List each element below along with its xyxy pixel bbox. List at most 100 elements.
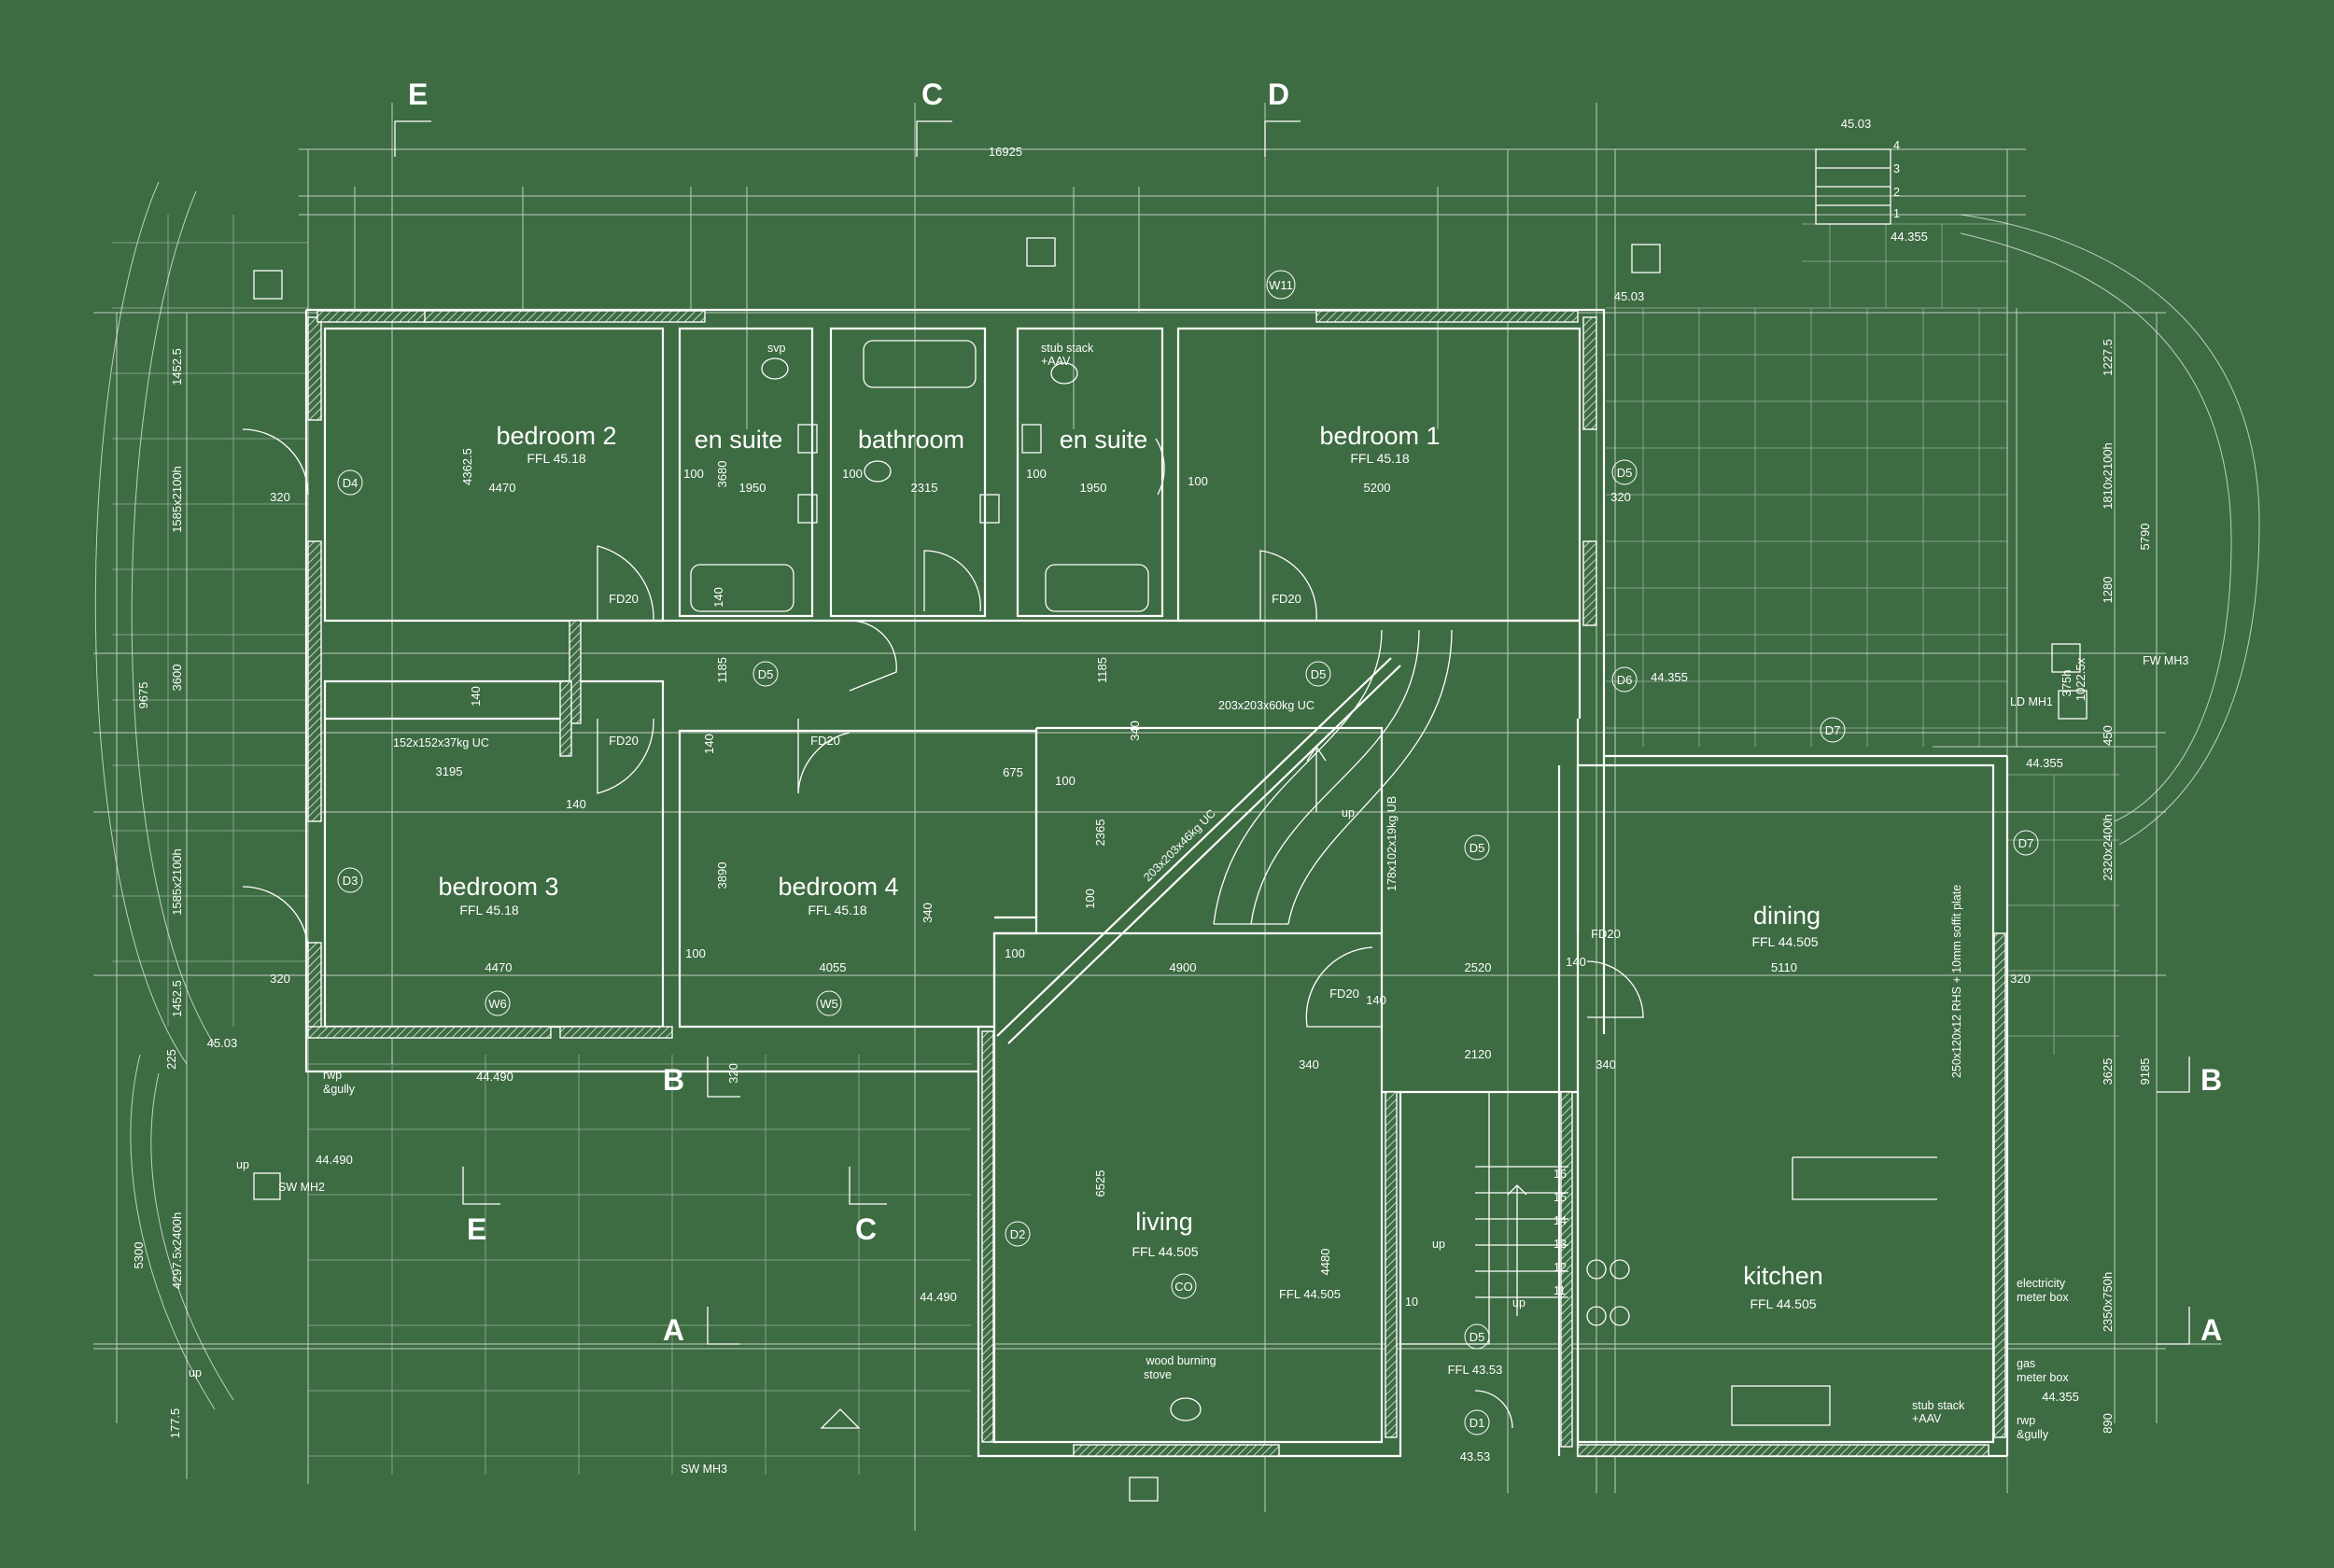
dim-bedroom2-width: 4470 <box>489 481 516 495</box>
room-dining-ffl: FFL 44.505 <box>1751 934 1818 949</box>
note-sw-mh2: SW MH2 <box>278 1181 325 1194</box>
room-kitchen: kitchen <box>1743 1262 1823 1290</box>
dim-140-f: 140 <box>1566 955 1586 969</box>
tag-d4: D4 <box>343 476 359 490</box>
level-ffl-44-505-stair: FFL 44.505 <box>1279 1287 1341 1301</box>
dim-stair-width: 2120 <box>1465 1047 1492 1061</box>
section-markers: E C D B E C A B A <box>394 77 2222 1347</box>
dim-v-1185-left: 1185 <box>715 657 729 683</box>
room-en-suite-left: en suite <box>695 426 783 454</box>
stair-step-10: 10 <box>1405 1295 1418 1309</box>
note-gas-box: meter box <box>2017 1371 2069 1384</box>
door-swings <box>242 428 1644 1429</box>
note-up-2: up <box>1512 1296 1526 1309</box>
dim-v-4480: 4480 <box>1318 1249 1332 1276</box>
level-44-490-c: 44.490 <box>920 1290 957 1304</box>
dim-v-3680: 3680 <box>715 461 729 488</box>
tag-fd20-e: FD20 <box>1591 927 1621 941</box>
dim-living-width: 4900 <box>1170 960 1197 974</box>
stair-step-16: 16 <box>1554 1168 1567 1181</box>
dim-v-100: 100 <box>1083 889 1097 909</box>
dim-dining-width: 5110 <box>1771 960 1797 974</box>
section-label-e-bottom: E <box>467 1212 486 1246</box>
tag-w11: W11 <box>1269 278 1293 292</box>
dim-v-450: 450 <box>2101 725 2115 746</box>
tag-d1: D1 <box>1469 1416 1485 1430</box>
section-label-d-top: D <box>1268 77 1289 111</box>
tag-d5-e: D5 <box>1469 1330 1485 1344</box>
stair-step-13: 13 <box>1554 1238 1567 1251</box>
top-step-4: 4 <box>1893 139 1900 152</box>
dim-v-5790: 5790 <box>2138 524 2152 551</box>
tag-d2: D2 <box>1010 1227 1026 1241</box>
note-soffit-plate: 250x120x12 RHS + 10mm soffit plate <box>1950 885 1963 1078</box>
note-gas: gas <box>2017 1357 2035 1370</box>
tag-fd20-c: FD20 <box>810 734 840 748</box>
dim-v-2320: 2320x2400h <box>2101 814 2115 881</box>
level-44-355-top: 44.355 <box>1891 230 1928 244</box>
room-labels: bedroom 2 FFL 45.18 en suite bathroom en… <box>438 422 1822 1311</box>
sanitary-fittings <box>690 340 1937 1426</box>
dim-v-375: 375h <box>2060 670 2074 697</box>
room-bedroom-3: bedroom 3 <box>438 873 558 901</box>
top-step-2: 2 <box>1893 186 1900 199</box>
room-bedroom-4: bedroom 4 <box>778 873 898 901</box>
note-stub-stack-2: stub stack <box>1912 1399 1965 1412</box>
level-44-355-right: 44.355 <box>2026 756 2063 770</box>
dim-v-9185: 9185 <box>2138 1058 2152 1085</box>
dim-bedroom1-width: 5200 <box>1364 481 1391 495</box>
manholes <box>253 237 2088 1502</box>
top-step-3: 3 <box>1893 162 1900 175</box>
tag-w6: W6 <box>488 997 507 1011</box>
dim-320-a: 320 <box>270 490 290 504</box>
note-electricity-box: meter box <box>2017 1291 2069 1304</box>
section-label-a-right: A <box>2200 1313 2222 1347</box>
tags: D4 D5 D5 D5 D5 D5 D6 D7 D7 D3 D2 D1 W11 … <box>337 270 2039 1435</box>
level-45-03-right: 45.03 <box>1614 289 1645 303</box>
note-rwp-1: rwp <box>323 1069 342 1082</box>
tag-fd20-d: FD20 <box>1272 592 1301 606</box>
dim-100-e: 100 <box>1055 774 1076 788</box>
dim-v-1280: 1280 <box>2101 577 2115 604</box>
dim-v-3890: 3890 <box>715 862 729 889</box>
dim-340-a: 340 <box>1299 1057 1319 1071</box>
note-stove-2: stove <box>1144 1368 1172 1381</box>
tag-d3: D3 <box>343 874 359 888</box>
dim-320-e: 320 <box>726 1063 740 1084</box>
dim-v-3625: 3625 <box>2101 1058 2115 1085</box>
dim-v-9675: 9675 <box>136 682 150 709</box>
tag-d7-b: D7 <box>2018 836 2034 850</box>
note-beam-178: 178x102x19kg UB <box>1385 796 1399 891</box>
dim-v-5300: 5300 <box>132 1242 146 1269</box>
dim-ensuite-right-width: 1950 <box>1080 481 1107 495</box>
curved-stair <box>1213 629 1453 925</box>
dim-v-4362: 4362.5 <box>460 448 474 485</box>
note-up-3: up <box>1432 1238 1445 1251</box>
section-label-a-left: A <box>663 1313 684 1347</box>
site-boundary <box>94 181 2260 1410</box>
section-label-e-top: E <box>408 77 428 111</box>
room-bedroom-2-ffl: FFL 45.18 <box>527 451 586 466</box>
room-bedroom-4-ffl: FFL 45.18 <box>808 903 867 917</box>
level-44-355-d6: 44.355 <box>1651 670 1688 684</box>
note-gully-2: &gully <box>2017 1428 2049 1441</box>
dim-v-177: 177.5 <box>168 1408 182 1439</box>
note-beam-203-46: 203x203x46kg UC <box>1141 806 1218 884</box>
dim-v-1452-bottom: 1452.5 <box>170 980 184 1017</box>
room-kitchen-ffl: FFL 44.505 <box>1750 1296 1816 1311</box>
note-ld-mh1: LD MH1 <box>2010 695 2053 708</box>
dim-320-c: 320 <box>1610 490 1631 504</box>
level-44-490-a: 44.490 <box>476 1070 513 1084</box>
room-bedroom-2: bedroom 2 <box>496 422 616 450</box>
note-electricity: electricity <box>2017 1277 2066 1290</box>
tag-co: CO <box>1174 1280 1193 1294</box>
dim-bathroom-width: 2315 <box>911 481 938 495</box>
note-gully-1: &gully <box>323 1083 356 1096</box>
dim-v-1227: 1227.5 <box>2101 339 2115 376</box>
dim-140-e: 140 <box>1366 993 1386 1007</box>
top-step-1: 1 <box>1893 207 1900 220</box>
dim-340-b: 340 <box>1596 1057 1616 1071</box>
room-bedroom-1-ffl: FFL 45.18 <box>1350 451 1410 466</box>
dim-140-d: 140 <box>711 587 725 608</box>
